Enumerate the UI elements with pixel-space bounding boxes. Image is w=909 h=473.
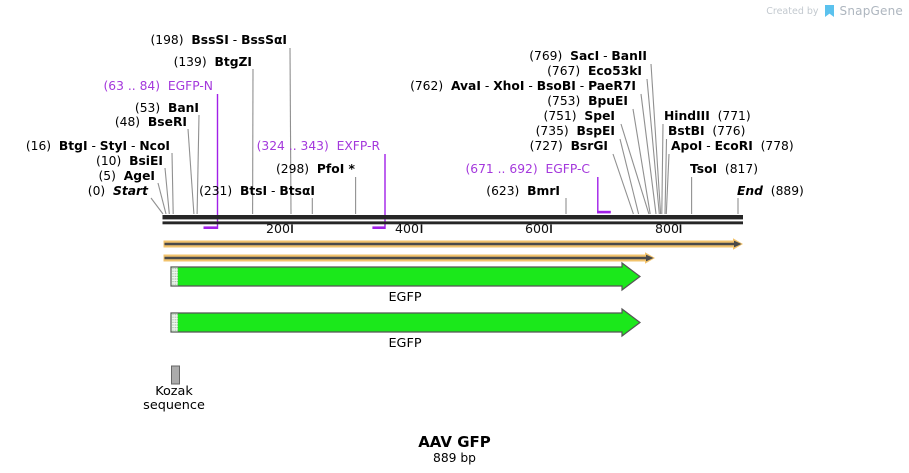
feature-label-kozak: Kozak sequence xyxy=(143,384,205,413)
site-label-bani[interactable]: (53) BanI xyxy=(134,101,199,115)
sequence-line xyxy=(162,215,743,225)
site-label-tsoi[interactable]: TsoI (817) xyxy=(690,162,758,176)
watermark-brand: SnapGene xyxy=(839,4,903,18)
site-label-bsrgi[interactable]: (727) BsrGI xyxy=(529,139,608,153)
feature-label-egfp-2: EGFP xyxy=(388,336,422,351)
site-label-start[interactable]: (0) Start xyxy=(87,184,148,198)
site-label-spei[interactable]: (751) SpeI xyxy=(543,109,615,123)
ruler-ticks xyxy=(291,224,682,233)
watermark: Created by SnapGene xyxy=(766,4,903,18)
site-label-btgzi[interactable]: (139) BtgZI xyxy=(173,55,252,69)
site-label-bsssi[interactable]: (198) BssSI - BssSαI xyxy=(150,33,287,47)
primer-bar-exfp-r[interactable] xyxy=(372,226,386,229)
map-length: 889 bp xyxy=(433,451,476,465)
primer-label-egfp-n[interactable]: (63 .. 84) EGFP-N xyxy=(103,79,214,93)
ruler-label-600: 600 xyxy=(524,221,549,236)
ruler-label-800: 800 xyxy=(654,221,679,236)
snapgene-logo-icon xyxy=(824,4,834,17)
site-label-hindiii[interactable]: HindIII (771) xyxy=(664,109,751,123)
primer-label-egfp-c[interactable]: (671 .. 692) EGFP-C xyxy=(465,162,590,176)
site-label-end[interactable]: End (889) xyxy=(737,184,804,198)
site-label-bseri[interactable]: (48) BseRI xyxy=(114,115,187,129)
site-label-bsiei[interactable]: (10) BsiEI xyxy=(96,154,163,168)
site-label-bstbi[interactable]: BstBI (776) xyxy=(668,124,746,138)
feature-arrow-egfp-1[interactable] xyxy=(170,261,641,292)
feature-box-kozak[interactable] xyxy=(171,365,180,385)
site-label-bpuei[interactable]: (753) BpuEI xyxy=(547,94,628,108)
watermark-created-by: Created by xyxy=(766,5,819,17)
feature-arrow-egfp-2[interactable] xyxy=(170,307,641,338)
site-label-agei[interactable]: (5) AgeI xyxy=(98,169,156,183)
ruler-label-400: 400 xyxy=(394,221,419,236)
site-label-bspei[interactable]: (735) BspEI xyxy=(535,124,615,138)
site-label-eco53ki[interactable]: (767) Eco53kI xyxy=(547,64,642,78)
construct-arrow-1[interactable] xyxy=(163,238,744,250)
construct-arrow-2[interactable] xyxy=(163,252,656,264)
site-label-btsi[interactable]: (231) BtsI - BtsαI xyxy=(199,184,315,198)
site-label-bmri[interactable]: (623) BmrI xyxy=(486,184,560,198)
map-title: AAV GFP xyxy=(418,433,491,451)
site-label-apoi-ecori[interactable]: ApoI - EcoRI (778) xyxy=(671,139,794,153)
ruler-label-200: 200 xyxy=(265,221,290,236)
primer-label-exfp-r[interactable]: (324 .. 343) EXFP-R xyxy=(256,139,380,153)
primer-bar-egfp-c[interactable] xyxy=(597,210,611,214)
site-label-avai-xhoi-bsobi-paer7i[interactable]: (762) AvaI - XhoI - BsoBI - PaeR7I xyxy=(410,79,636,93)
site-label-pfoi[interactable]: (298) PfoI * xyxy=(276,162,355,176)
primer-bar-egfp-n[interactable] xyxy=(203,226,218,229)
feature-label-egfp-1: EGFP xyxy=(388,290,422,305)
site-label-saci-banii[interactable]: (769) SacI - BanII xyxy=(529,49,647,63)
site-leader-lines xyxy=(150,47,739,215)
site-label-btgi-styi-ncoi[interactable]: (16) BtgI - StyI - NcoI xyxy=(25,139,170,153)
